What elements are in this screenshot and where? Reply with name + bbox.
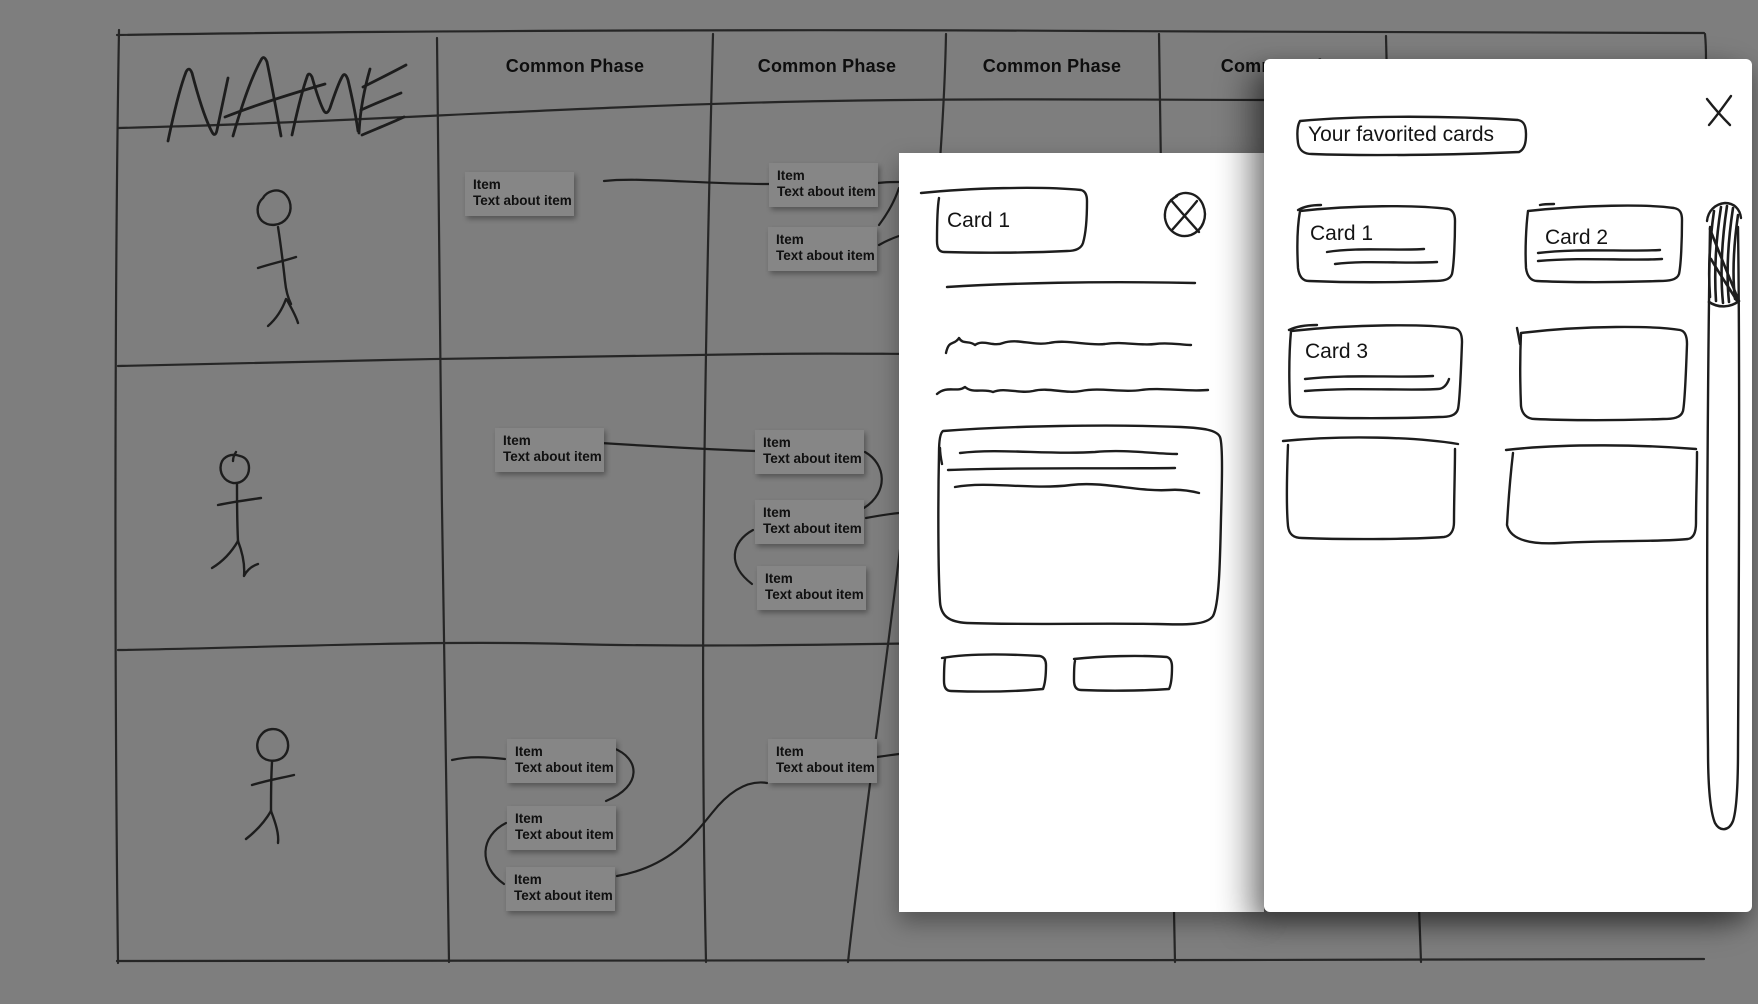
item-title: Item <box>515 744 543 759</box>
favorite-card[interactable] <box>1524 202 1684 284</box>
item-text: Text about item <box>515 827 614 842</box>
circle-x-icon[interactable] <box>1163 191 1207 238</box>
phase-header-3: Common Phase <box>982 56 1122 76</box>
item-title: Item <box>776 232 804 247</box>
item-title: Item <box>763 505 791 520</box>
stick-figure-icon[interactable] <box>256 189 300 328</box>
stick-figure-icon[interactable] <box>210 450 263 578</box>
favorite-card-label: Card 2 <box>1545 226 1609 249</box>
item-title: Item <box>503 433 531 448</box>
favorites-panel-title: Your favorited cards <box>1308 123 1494 146</box>
favorite-card[interactable] <box>1281 436 1460 541</box>
favorite-card[interactable] <box>1515 325 1689 422</box>
favorite-card[interactable] <box>1504 444 1699 545</box>
item-text: Text about item <box>515 760 614 775</box>
connector-lines <box>450 178 901 886</box>
item-text: Text about item <box>763 451 862 466</box>
item-text: Text about item <box>776 248 875 263</box>
favorite-card[interactable] <box>1287 323 1464 420</box>
item-text: Text about item <box>776 760 875 775</box>
item-text: Text about item <box>473 193 572 208</box>
divider-line <box>945 281 1197 289</box>
scrollbar-thumb-scribble[interactable] <box>1707 204 1741 308</box>
button-box[interactable] <box>1072 654 1174 692</box>
stick-figure-icon[interactable] <box>244 727 296 845</box>
item-title: Item <box>776 744 804 759</box>
phase-header-1: Common Phase <box>505 56 645 76</box>
scrollbar[interactable] <box>1705 201 1743 831</box>
close-x-icon[interactable] <box>1705 94 1733 127</box>
item-title: Item <box>763 435 791 450</box>
item-title: Item <box>765 571 793 586</box>
button-box[interactable] <box>940 653 1048 693</box>
squiggle-text-lines <box>935 336 1210 396</box>
favorites-panel[interactable]: Your favorited cards Card 1 Card 2 Card … <box>1264 59 1752 912</box>
favorites-title-box <box>1296 115 1528 157</box>
favorite-card-label: Card 1 <box>1310 222 1374 245</box>
favorite-card-label: Card 3 <box>1305 340 1369 363</box>
card-detail-title: Card 1 <box>947 209 1011 232</box>
content-box[interactable] <box>937 424 1224 626</box>
item-text: Text about item <box>765 587 864 602</box>
board-name-scrawl <box>166 56 408 143</box>
item-text: Text about item <box>514 888 613 903</box>
card-detail-panel[interactable]: Card 1 <box>899 153 1264 912</box>
phase-header-2: Common Phase <box>757 56 897 76</box>
item-title: Item <box>515 811 543 826</box>
item-title: Item <box>777 168 805 183</box>
card-title-box[interactable] <box>919 186 1089 254</box>
item-text: Text about item <box>777 184 876 199</box>
board-name-label: NAME <box>160 52 400 152</box>
item-text: Text about item <box>763 521 862 536</box>
item-title: Item <box>473 177 501 192</box>
favorite-card[interactable] <box>1296 203 1457 284</box>
item-title: Item <box>514 872 542 887</box>
item-text: Text about item <box>503 449 602 464</box>
